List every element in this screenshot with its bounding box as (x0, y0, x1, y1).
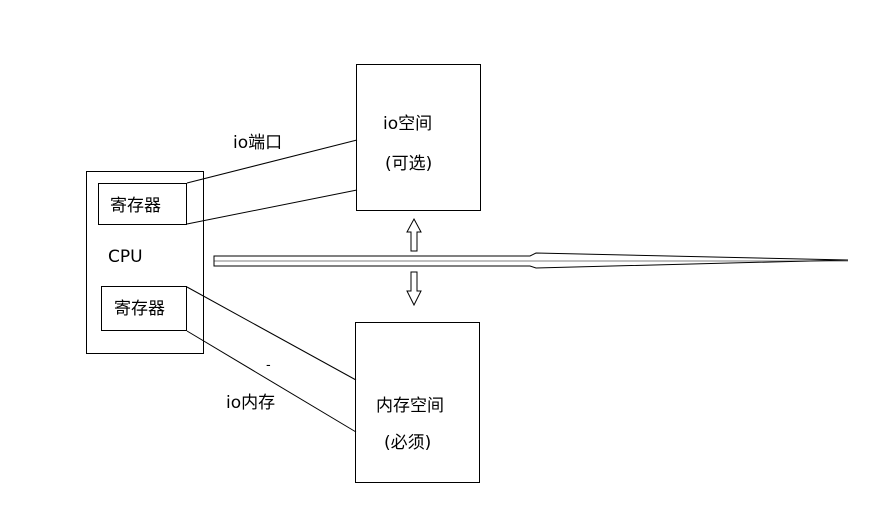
io-port-line-lower (186, 189, 358, 225)
memory-space-title: 内存空间 (376, 396, 444, 416)
io-memory-label: io内存 (226, 393, 276, 413)
memory-space-note: (必须) (384, 433, 432, 453)
cpu-label: CPU (108, 247, 143, 267)
register-top-box (98, 183, 187, 225)
io-space-title: io空间 (383, 114, 433, 134)
io-space-note: (可选) (385, 154, 433, 174)
register-bottom-box (101, 286, 187, 331)
memory-space-box (355, 322, 480, 483)
io-space-box (356, 64, 481, 211)
cpu-box (86, 171, 204, 354)
register-bottom-label: 寄存器 (114, 299, 165, 319)
io-memory-line-lower (186, 330, 357, 433)
io-port-label: io端口 (233, 133, 283, 153)
dash-mark: - (266, 358, 271, 373)
down-arrow-icon (406, 271, 422, 307)
register-top-label: 寄存器 (110, 196, 161, 216)
up-arrow-icon (406, 217, 422, 252)
bus-bar (213, 252, 849, 269)
io-port-line-upper (186, 139, 358, 184)
io-memory-line-upper (186, 286, 357, 381)
